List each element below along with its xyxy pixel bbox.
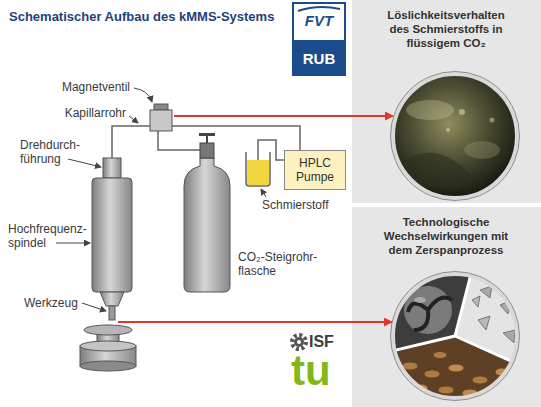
logo-frame	[292, 2, 346, 76]
bottle-valve	[200, 143, 214, 158]
sector-divider	[388, 270, 522, 366]
leader-line	[82, 303, 106, 311]
bottle-body	[184, 158, 230, 292]
valve-stem	[206, 136, 208, 143]
bubble	[490, 118, 495, 123]
chip	[424, 370, 440, 378]
part-label: Hochfrequenz- spindel	[8, 222, 98, 250]
part-label: Werkzeug	[24, 296, 78, 310]
gear-body	[294, 337, 304, 347]
valve-coil	[154, 104, 168, 110]
valve-handwheel	[199, 133, 215, 136]
chip	[503, 330, 515, 343]
panel-heading: Technologische Wechselwirkungen mit dem …	[378, 215, 514, 257]
beaker	[246, 152, 270, 186]
red-arrows	[118, 116, 393, 322]
tool-flute	[408, 303, 428, 312]
tool	[109, 306, 115, 320]
photo-ring	[391, 72, 520, 201]
bubble	[446, 128, 450, 132]
lubricant	[247, 160, 269, 185]
chip	[472, 376, 488, 384]
leader-lines	[56, 88, 266, 311]
part-label: Drehdurch- führung	[20, 138, 100, 166]
machining-photo	[388, 270, 522, 402]
solenoid-valve	[150, 104, 172, 131]
gear-teeth	[292, 335, 306, 349]
info-panel: Löslichkeitsverhalten des Schmierstoffs …	[352, 0, 541, 203]
leader-line	[56, 243, 90, 244]
highlight	[406, 100, 454, 120]
co2-solubility-photo	[393, 74, 517, 198]
box-label: HPLC Pumpe	[293, 156, 337, 184]
co2-line	[158, 131, 200, 150]
chip	[448, 364, 464, 372]
rotary-feedthrough	[103, 158, 121, 178]
capillary-tube	[112, 126, 150, 158]
spindle-nose	[100, 292, 124, 306]
logo-text: RUB	[292, 50, 346, 68]
part-label: Schmierstoff	[262, 198, 328, 212]
leader-line	[261, 189, 266, 197]
logo-text: FVT	[292, 12, 346, 30]
leader-line	[129, 116, 138, 123]
photo-ring	[393, 74, 517, 198]
photo-ring	[391, 272, 520, 401]
lubricant-beaker	[246, 152, 270, 186]
chip	[496, 278, 506, 288]
co2-bottle	[184, 133, 230, 292]
gear-hole	[297, 340, 301, 344]
pump-box: HPLC Pumpe	[284, 150, 346, 190]
workpiece	[84, 325, 132, 335]
panel-ground	[352, 207, 541, 407]
chip	[478, 316, 490, 330]
diagram-title: Schematischer Aufbau des kMMS-Systems	[9, 9, 274, 25]
reference-arrow	[174, 115, 393, 117]
panel-ground	[352, 0, 541, 203]
logo-swoosh	[298, 7, 340, 11]
spindle	[92, 158, 132, 320]
workpiece-fixture	[80, 325, 136, 371]
info-panel: Technologische Wechselwirkungen mit dem …	[352, 207, 541, 407]
photo-ring	[393, 274, 517, 398]
lubricant-line	[172, 126, 300, 150]
chip	[433, 352, 447, 359]
leader-line	[134, 88, 152, 102]
leader-line	[68, 159, 101, 167]
chip	[438, 386, 454, 394]
part-label: CO₂-Steigrohr- flasche	[238, 250, 338, 278]
chip	[480, 286, 492, 298]
fixture-foot	[80, 361, 136, 371]
part-label: Kapillarrohr	[65, 106, 126, 120]
logo-text: ISF	[309, 333, 334, 351]
liquid	[393, 74, 517, 198]
part-label: Magnetventil	[62, 80, 130, 94]
highlight	[464, 141, 500, 159]
tool-flute	[428, 298, 452, 310]
fixture-top	[80, 341, 136, 351]
logo-text: tu	[291, 350, 331, 392]
chip	[472, 296, 480, 307]
spindle-body	[92, 178, 132, 292]
panel-heading: Löslichkeitsverhalten des Schmierstoffs …	[378, 8, 514, 50]
tool-flute	[414, 310, 428, 330]
reference-arrow	[118, 321, 392, 323]
valve-body	[150, 110, 172, 131]
bubble	[459, 109, 465, 115]
isf-logo	[292, 335, 306, 349]
tool-highlight	[414, 297, 426, 303]
fvt-logo	[292, 2, 346, 76]
